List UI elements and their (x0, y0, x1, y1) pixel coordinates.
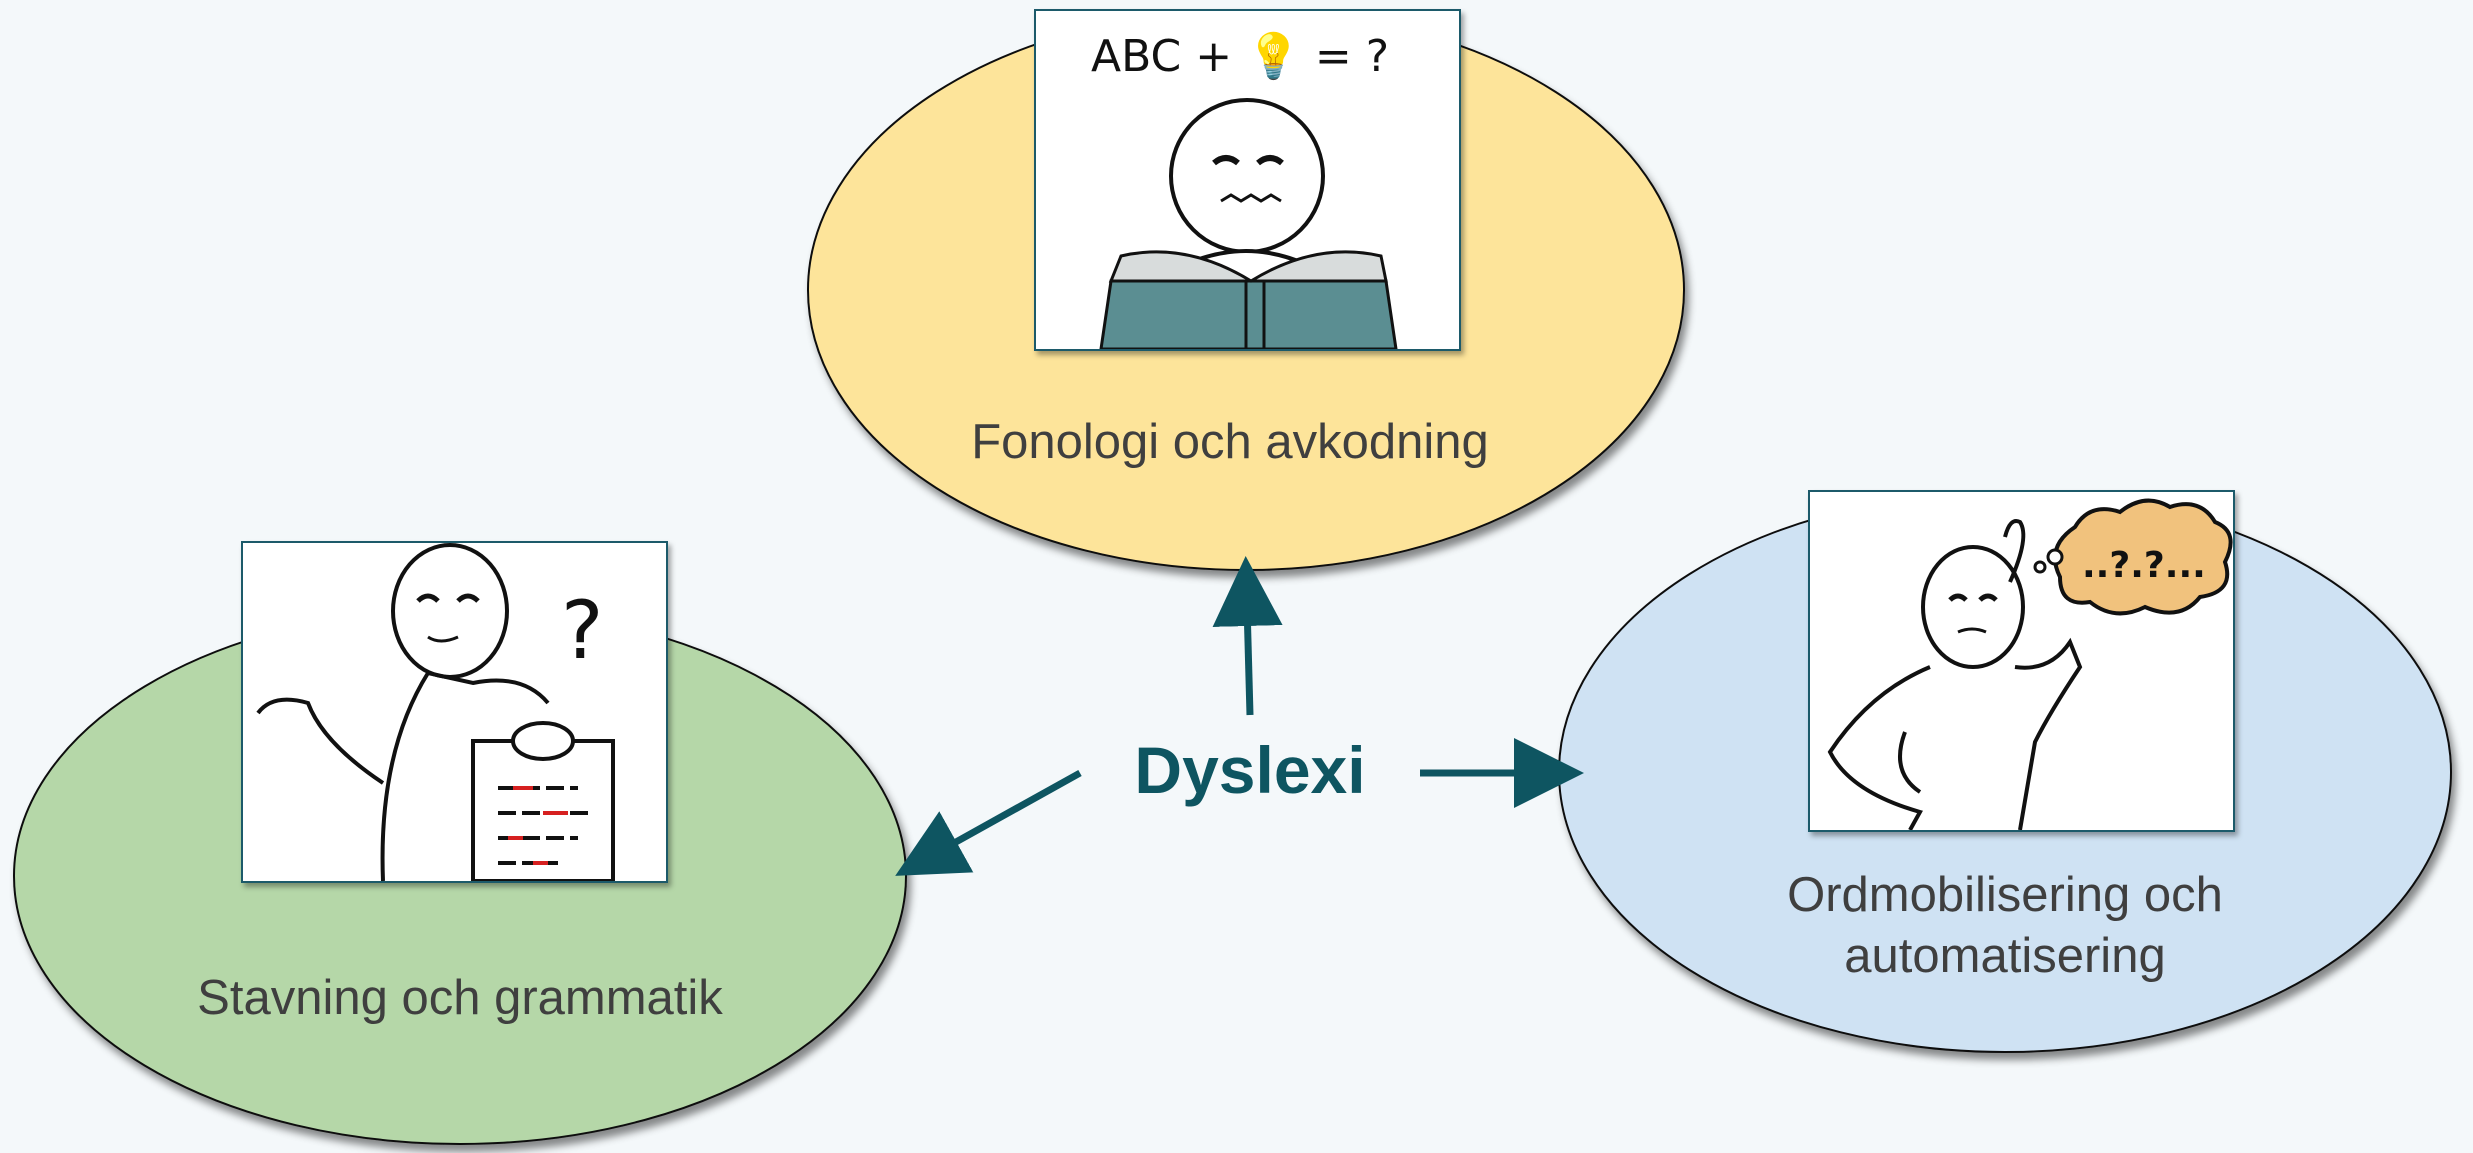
label-fonologi: Fonologi och avkodning (971, 415, 1489, 469)
reading-person-icon: ABC + 💡 = ? (1091, 31, 1398, 349)
formula-text: ABC + 💡 = ? (1091, 31, 1389, 82)
card-fonologi: ABC + 💡 = ? (1034, 9, 1461, 351)
center-title: Dyslexi (1134, 733, 1366, 807)
confused-person-with-paper-icon: ? (256, 543, 615, 881)
card-stavning: ? (241, 541, 668, 883)
label-stavning: Stavning och grammatik (197, 971, 723, 1025)
question-mark: ? (561, 584, 603, 677)
arrow-up (1212, 556, 1283, 716)
card-ordmobilisering: ..?.?... (1808, 490, 2235, 832)
arrow-left (895, 769, 1082, 876)
thinking-person-icon: ..?.?... (1827, 498, 2233, 830)
label-ordmobilisering: Ordmobilisering och automatisering (1787, 868, 2223, 983)
thought-bubble-text: ..?.?... (2082, 545, 2206, 586)
